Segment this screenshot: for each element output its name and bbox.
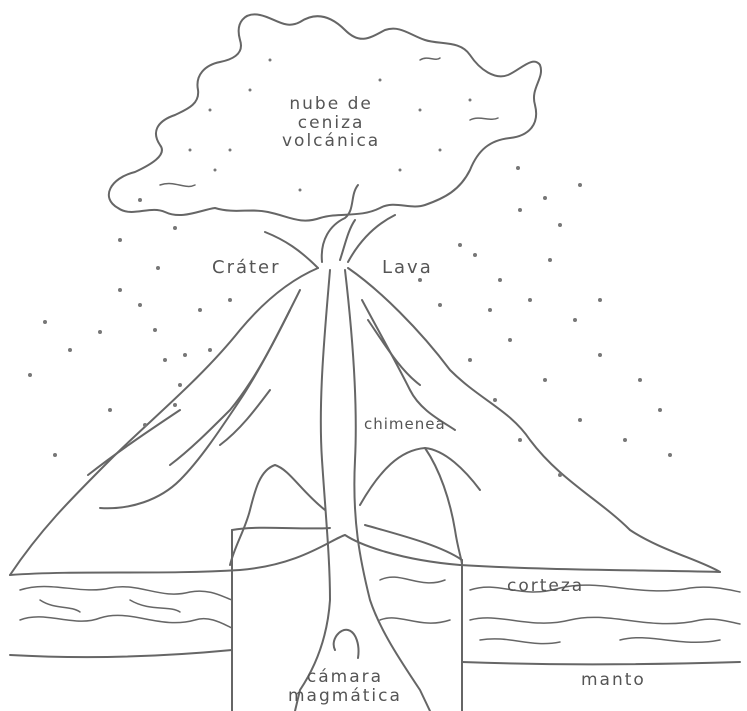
label-chimney: chimenea xyxy=(364,416,446,433)
label-magma-chamber: cámara magmática xyxy=(288,668,402,705)
label-ash-cloud-line-3: volcánica xyxy=(282,132,380,151)
label-crust: corteza xyxy=(507,577,584,596)
label-crater: Cráter xyxy=(212,258,281,278)
label-mantle: manto xyxy=(581,671,646,690)
label-magma-chamber-line-2: magmática xyxy=(288,687,402,706)
label-ash-cloud: nube de ceniza volcánica xyxy=(282,95,380,151)
label-magma-chamber-line-1: cámara xyxy=(288,668,402,687)
label-lava: Lava xyxy=(382,258,433,278)
label-ash-cloud-line-2: ceniza xyxy=(282,114,380,133)
label-ash-cloud-line-1: nube de xyxy=(282,95,380,114)
